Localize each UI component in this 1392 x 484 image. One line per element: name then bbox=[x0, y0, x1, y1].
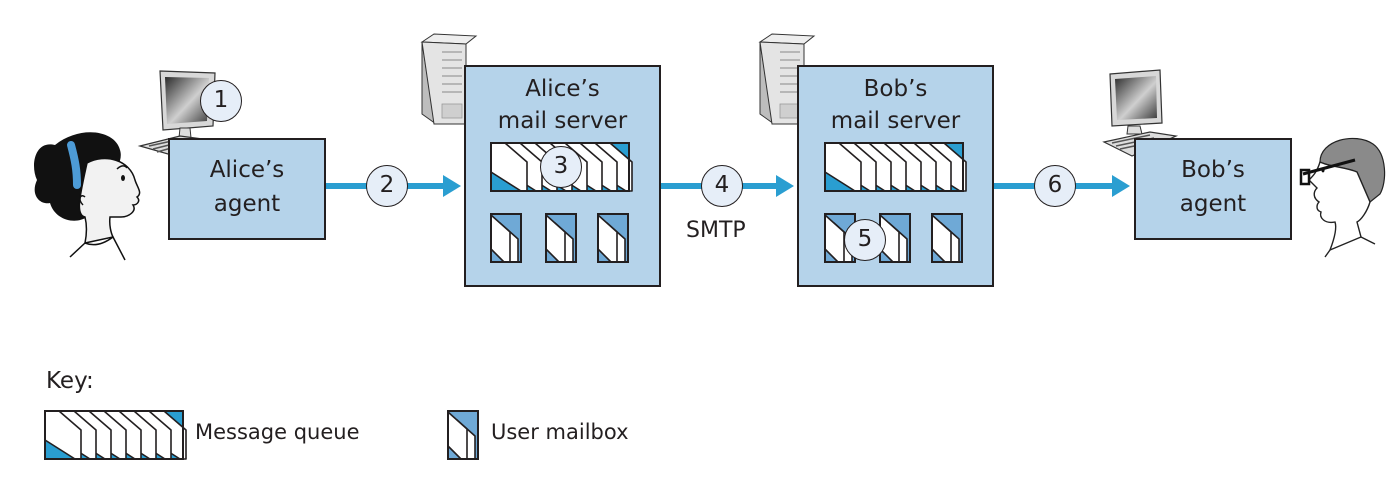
bob-mailbox-icon-3 bbox=[931, 213, 963, 263]
arrowhead-6 bbox=[1112, 175, 1130, 197]
key-user-mailbox-label: User mailbox bbox=[491, 420, 629, 444]
key-user-mailbox-icon bbox=[447, 410, 479, 460]
bob-server-label-line2: mail server bbox=[830, 108, 961, 134]
alice-server-tower-icon bbox=[420, 33, 478, 125]
bob-message-queue-icon bbox=[824, 142, 967, 192]
alice-server-label-line1: Alice’s bbox=[525, 76, 600, 102]
bob-agent-box[interactable]: Bob’s agent bbox=[1134, 138, 1292, 240]
key-title: Key: bbox=[46, 368, 94, 394]
alice-agent-box[interactable]: Alice’s agent bbox=[168, 138, 326, 240]
step-6-marker: 6 bbox=[1034, 165, 1076, 207]
bob-server-tower-icon bbox=[758, 33, 816, 125]
alice-agent-label-line1: Alice’s bbox=[209, 157, 285, 183]
alice-mailbox-icon-1 bbox=[490, 213, 522, 263]
step-3-marker: 3 bbox=[540, 146, 582, 188]
alice-mailbox-icon-3 bbox=[597, 213, 629, 263]
alice-agent-label-line2: agent bbox=[213, 191, 281, 217]
bob-server-label-line1: Bob’s bbox=[863, 76, 928, 102]
alice-server-label-line2: mail server bbox=[497, 108, 628, 134]
step-4-marker: 4 bbox=[701, 165, 743, 207]
step-2-marker: 2 bbox=[366, 165, 408, 207]
bob-person-icon bbox=[1299, 137, 1386, 258]
alice-mailbox-icon-2 bbox=[545, 213, 577, 263]
key-message-queue-icon bbox=[44, 410, 187, 460]
alice-person-icon bbox=[34, 132, 141, 261]
smtp-label: SMTP bbox=[686, 218, 746, 243]
arrowhead-4 bbox=[776, 175, 794, 197]
arrowhead-2 bbox=[443, 175, 461, 197]
step-1-marker: 1 bbox=[200, 80, 242, 122]
step-5-marker: 5 bbox=[844, 219, 886, 261]
bob-agent-label-line1: Bob’s bbox=[1181, 157, 1245, 183]
bob-agent-label-line2: agent bbox=[1179, 191, 1247, 217]
key-message-queue-label: Message queue bbox=[195, 420, 360, 444]
